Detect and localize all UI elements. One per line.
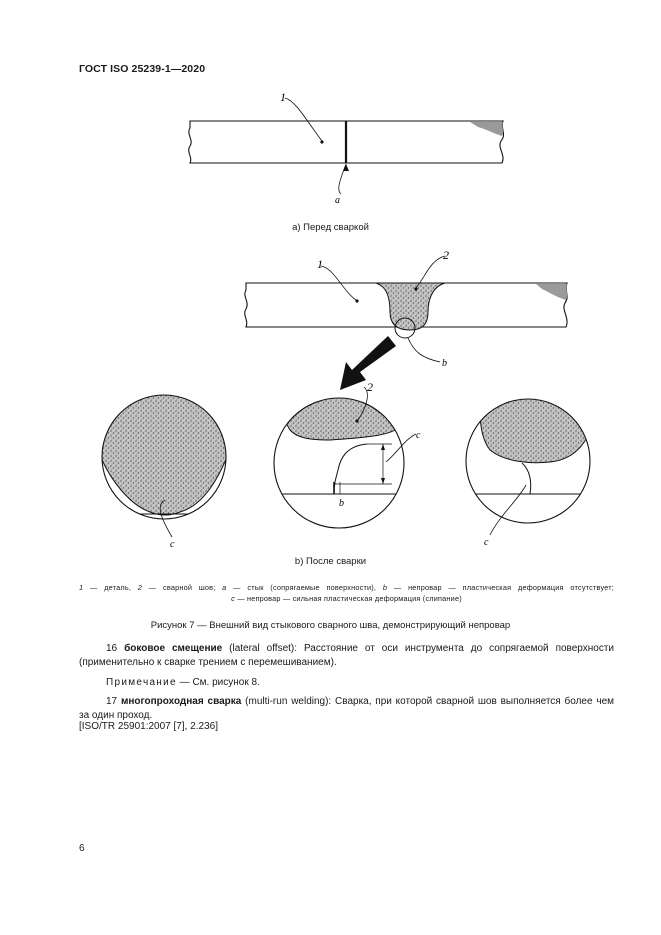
figure-title: Рисунок 7 — Внешний вид стыкового сварно…	[150, 620, 511, 631]
figure-legend-line2: c — непровар — сильная пластическая дефо…	[79, 594, 614, 603]
legend-text-b: — непровар — пластическая деформация отс…	[387, 583, 614, 592]
zoom-arrow	[340, 336, 396, 390]
label-part-1-top: 1	[280, 90, 286, 104]
term-17-number: 17	[106, 696, 121, 707]
note-text: — См. рисунок 8.	[176, 677, 260, 688]
term-16-name: боковое смещение	[124, 643, 223, 654]
detail-circle-center	[273, 386, 417, 529]
caption-a: а) Перед сваркой	[292, 222, 369, 233]
term-17: 17 многопроходная сварка (multi-run weld…	[79, 695, 614, 723]
term-17-definition: (multi-run welding): Сварка, при которой…	[79, 696, 614, 721]
note: Примечание — См. рисунок 8.	[79, 676, 614, 690]
legend-text-a: — стык (сопрягаемые поверхности),	[226, 583, 383, 592]
label-a: a	[335, 195, 340, 206]
term-16-definition: (lateral offset): Расстояние от оси инст…	[79, 643, 615, 668]
caption-b: b) После сварки	[294, 556, 367, 567]
label-c-right: c	[484, 537, 489, 548]
legend-key-2: 2	[137, 583, 143, 592]
figure-legend-line1: 1 — деталь, 2 — сварной шов; a — стык (с…	[79, 583, 614, 592]
legend-key-b: b	[382, 583, 388, 592]
term-16-number: 16	[106, 643, 125, 654]
legend-text-2: — сварной шов;	[142, 583, 223, 592]
label-b-detail: b	[339, 498, 344, 509]
figure-7: 1 a 1 2 b c	[101, 90, 591, 550]
plate-after-welding	[244, 255, 568, 363]
detail-circle-right	[465, 398, 591, 536]
detail-circle-left	[101, 394, 227, 538]
label-b-mid: b	[442, 358, 447, 369]
note-label: Примечание	[106, 677, 177, 688]
legend-key-1: 1	[79, 583, 84, 592]
term-17-name: многопроходная сварка	[120, 696, 242, 707]
page-number: 6	[79, 843, 85, 854]
legend-key-a: a	[222, 583, 227, 592]
term-16: 16 боковое смещение (lateral offset): Ра…	[79, 642, 614, 670]
document-header: ГОСТ ISO 25239-1—2020	[79, 63, 206, 75]
label-weld-2-mid: 2	[443, 248, 449, 262]
term-17-reference: [ISO/TR 25901:2007 [7], 2.236]	[79, 721, 218, 732]
legend-key-c: c	[231, 594, 236, 603]
label-c-left: c	[170, 539, 175, 550]
label-part-1-mid: 1	[317, 257, 323, 271]
legend-text-1: — деталь,	[83, 583, 138, 592]
legend-text-c: — непровар — сильная пластическая деформ…	[235, 594, 462, 603]
label-c-center: c	[416, 430, 421, 441]
label-weld-2-detail: 2	[367, 380, 373, 394]
plate-before-welding	[188, 97, 505, 195]
